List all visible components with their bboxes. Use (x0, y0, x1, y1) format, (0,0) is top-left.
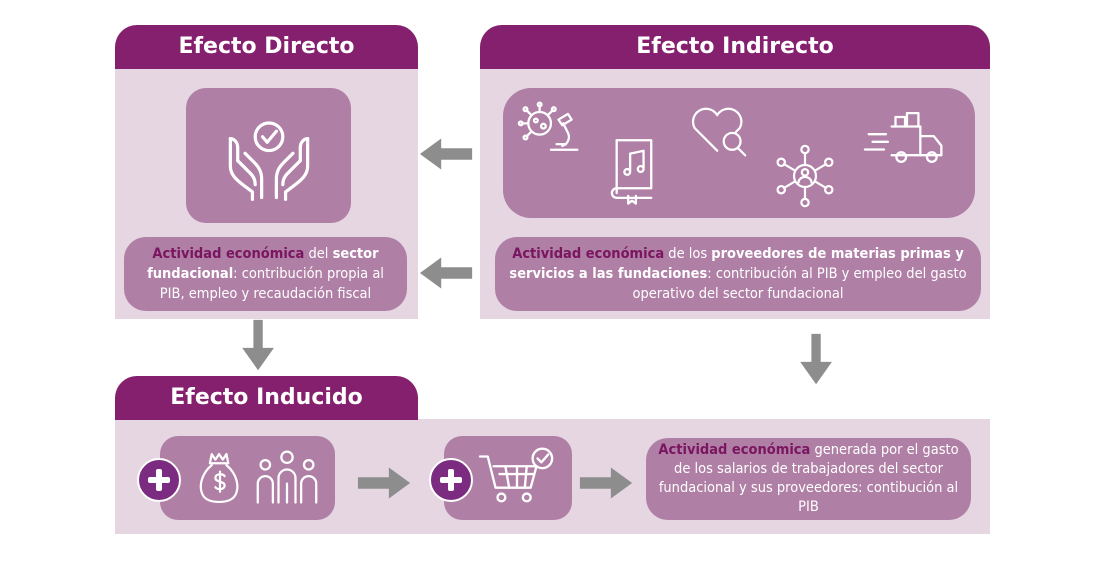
money-bag-icon (199, 452, 239, 504)
induced-text-1: generada por el gasto de los salarios de… (658, 442, 959, 515)
people-icon (256, 450, 318, 504)
indirect-bold: proveedores de materias primas y servici… (509, 246, 964, 282)
music-book-icon (610, 139, 653, 205)
arrow-indirect-to-direct-bottom (419, 257, 473, 289)
plus-icon-1 (137, 458, 181, 502)
induced-description: Actividad económica generada por el gast… (646, 438, 971, 520)
indirect-text-1: de los (664, 246, 712, 262)
direct-highlight: Actividad económica (152, 246, 305, 262)
virus-microscope-icon (517, 101, 579, 151)
arrow-indirect-to-induced (800, 333, 832, 385)
indirect-icon-box (503, 88, 975, 218)
delivery-truck-icon (863, 112, 943, 164)
arrow-cart-to-result (579, 467, 633, 499)
induced-effect-title: Efecto Inducido (115, 376, 418, 420)
arrow-direct-to-induced (242, 319, 274, 371)
indirect-highlight: Actividad económica (512, 246, 665, 262)
hands-check-icon (228, 121, 310, 201)
indirect-description: Actividad económica de los proveedores d… (495, 237, 981, 311)
arrow-salaries-to-cart (357, 467, 411, 499)
salaries-icon-box (160, 436, 335, 520)
heart-search-icon (691, 107, 747, 157)
direct-description: Actividad económica del sector fundacion… (124, 237, 407, 311)
direct-icon-box (186, 88, 351, 223)
direct-bold: sector fundacional (147, 246, 379, 282)
direct-effect-title: Efecto Directo (115, 25, 418, 69)
direct-text-2: : contribución propia al PIB, empleo y r… (159, 266, 384, 302)
arrow-indirect-to-direct-top (419, 138, 473, 170)
direct-text-1: del (304, 246, 333, 262)
indirect-effect-title: Efecto Indirecto (480, 25, 990, 69)
plus-icon-2 (429, 458, 473, 502)
induced-highlight: Actividad económica (658, 442, 811, 458)
indirect-text-2: : contribución al PIB y empleo del gasto… (632, 266, 967, 302)
network-person-icon (776, 144, 834, 208)
shopping-cart-icon (478, 447, 554, 503)
